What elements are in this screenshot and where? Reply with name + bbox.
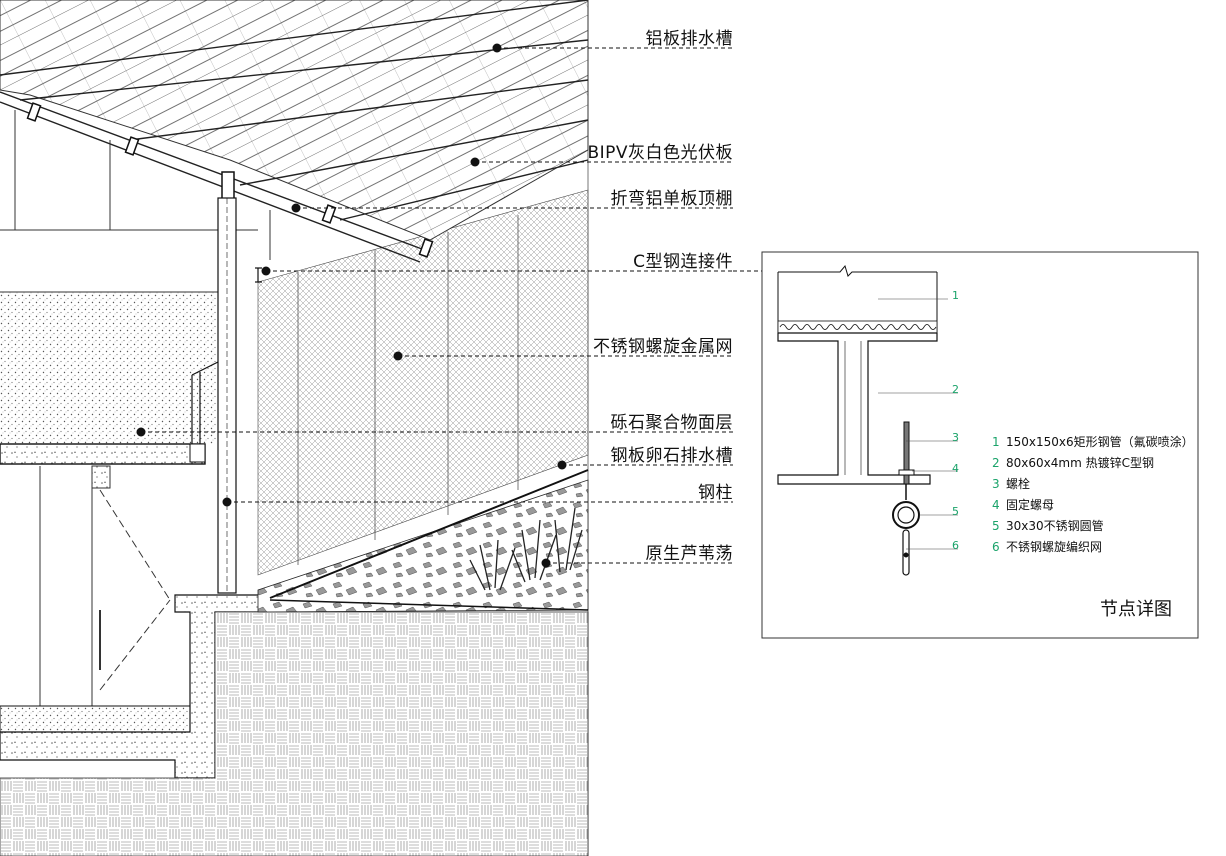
legend-num-4: 4 — [992, 498, 1000, 512]
label-pebble-gutter: 钢板卵石排水槽 — [611, 446, 734, 466]
legend-item-4: 固定螺母 — [1006, 497, 1054, 512]
lower-gravel-bed — [0, 705, 191, 733]
floor-slab — [0, 443, 206, 465]
pebble-gutter-edge — [269, 469, 589, 599]
legend-item-3: 螺栓 — [1006, 476, 1030, 491]
gravel-surface-fill — [0, 292, 218, 444]
label-gravel-surface: 砾石聚合物面层 — [611, 413, 734, 433]
legend-item-2: 80x60x4mm 热镀锌C型钢 — [1006, 456, 1154, 470]
label-steel-column: 钢柱 — [698, 483, 733, 503]
gutter-edge — [189, 443, 206, 463]
detail-legend: 1 150x150x6矩形钢管（氟碳喷涂） 2 80x60x4mm 热镀锌C型钢… — [992, 434, 1194, 554]
legend-item-5: 30x30不锈钢圆管 — [1006, 518, 1104, 533]
label-aluminum-ceiling: 折弯铝单板顶棚 — [611, 189, 734, 209]
legend-num-5: 5 — [992, 519, 1000, 533]
detail-markers: 1 2 3 4 5 6 — [952, 289, 959, 552]
detail-weld — [777, 320, 938, 334]
detail-frame — [761, 251, 1199, 639]
label-aluminum-gutter: 铝板排水槽 — [646, 29, 734, 49]
marker-5: 5 — [952, 505, 959, 518]
section-view — [0, 0, 589, 856]
steel-column — [217, 197, 237, 594]
marker-4: 4 — [952, 462, 959, 475]
legend-num-6: 6 — [992, 540, 1000, 554]
leader-lines — [141, 47, 762, 564]
detail-marker-leaders — [878, 298, 958, 550]
interior-lines — [0, 110, 271, 293]
legend-item-1: 150x150x6矩形钢管（氟碳喷涂） — [1006, 434, 1194, 449]
legend-num-1: 1 — [992, 435, 1000, 449]
ground-line — [269, 599, 589, 611]
marker-2: 2 — [952, 383, 959, 396]
label-reed-marsh: 原生芦苇荡 — [646, 544, 734, 564]
detail-title: 节点详图 — [1100, 599, 1172, 620]
roof-pv-panels — [0, 0, 589, 241]
marker-1: 1 — [952, 289, 959, 302]
callout-labels: 铝板排水槽 BIPV灰白色光伏板 折弯铝单板顶棚 C型钢连接件 不锈钢螺旋金属网… — [587, 29, 734, 564]
roof-ribs — [0, 0, 589, 263]
leader-dots — [136, 43, 567, 568]
detail-round-tube — [892, 484, 920, 576]
glass-facade — [39, 465, 171, 720]
legend-num-2: 2 — [992, 456, 1000, 470]
legend-item-6: 不锈钢螺旋编织网 — [1006, 539, 1102, 554]
label-spiral-mesh: 不锈钢螺旋金属网 — [593, 337, 733, 357]
label-c-steel-connector: C型钢连接件 — [633, 252, 733, 272]
c-steel-connector — [255, 267, 262, 283]
marker-3: 3 — [952, 431, 959, 444]
detail-panel: 1 2 3 4 5 6 1 150x150x6矩形钢管（氟碳喷涂） 2 80x6… — [761, 251, 1199, 639]
earth-fill — [0, 611, 589, 856]
reed-grass — [469, 507, 583, 591]
railing — [191, 361, 219, 445]
detail-c-steel — [777, 332, 938, 485]
label-bipv-panel: BIPV灰白色光伏板 — [587, 143, 733, 163]
marker-6: 6 — [952, 539, 959, 552]
legend-num-3: 3 — [992, 477, 1000, 491]
